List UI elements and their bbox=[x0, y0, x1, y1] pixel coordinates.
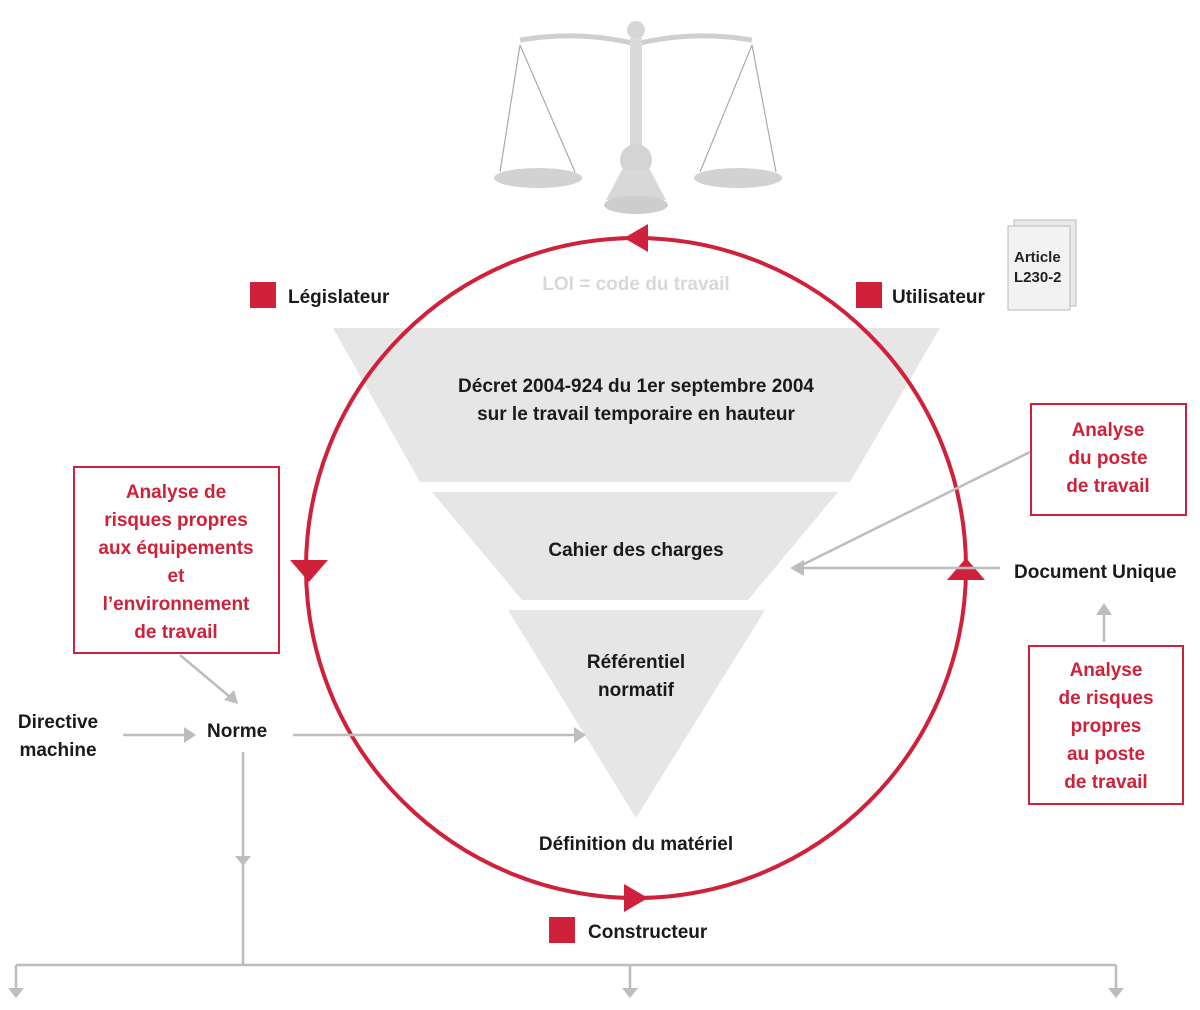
norme-label: Norme bbox=[207, 721, 267, 742]
legislateur-label: Législateur bbox=[288, 287, 390, 308]
box-left bbox=[73, 466, 280, 654]
utilisateur-marker bbox=[856, 282, 882, 308]
cahier-text: Cahier des charges bbox=[548, 540, 723, 561]
utilisateur-label: Utilisateur bbox=[892, 287, 986, 308]
document-unique-label: Document Unique bbox=[1014, 562, 1177, 583]
cycle-arrow-bottom-icon bbox=[624, 884, 648, 912]
scales-of-justice-icon bbox=[494, 21, 782, 214]
box-right-top bbox=[1030, 403, 1187, 516]
legislateur-marker bbox=[250, 282, 276, 308]
constructeur-label: Constructeur bbox=[588, 922, 708, 943]
box-right-bottom bbox=[1028, 645, 1184, 805]
pyramid-level-1 bbox=[333, 328, 940, 482]
pyramid-level-2 bbox=[432, 492, 838, 600]
loi-label: LOI = code du travail bbox=[542, 274, 729, 295]
definition-materiel-text: Définition du matériel bbox=[539, 834, 733, 855]
pyramid-level-3 bbox=[508, 610, 765, 818]
constructeur-marker bbox=[549, 917, 575, 943]
cycle-arrow-left-icon bbox=[290, 560, 328, 582]
cycle-arrow-top-icon bbox=[624, 224, 648, 252]
document-icon bbox=[1007, 219, 1077, 311]
connectors bbox=[8, 450, 1124, 998]
